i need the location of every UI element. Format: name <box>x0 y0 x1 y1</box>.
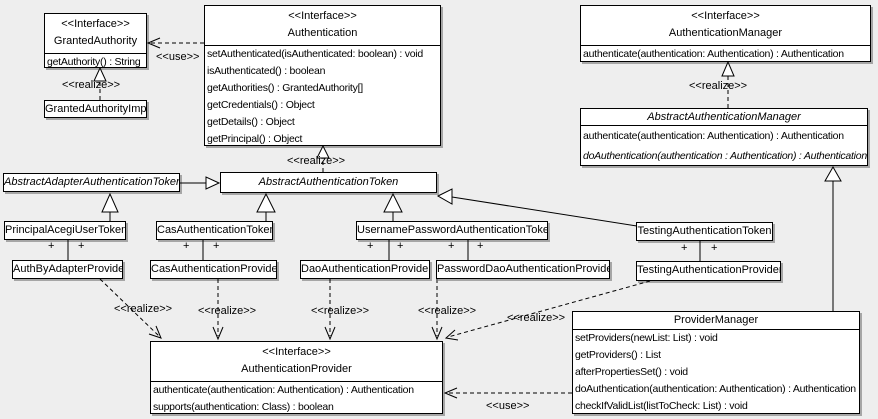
class-name: TestingAuthenticationToken <box>637 225 772 237</box>
association-end-plus: + <box>367 240 374 252</box>
generalization-cas-token-to-abstract-token <box>256 192 276 221</box>
operation: getPrincipal() : Object <box>207 133 303 145</box>
edge-label-use: <<use>> <box>486 400 530 412</box>
operation: authenticate(authentication: Authenticat… <box>583 130 844 142</box>
class-principal-acegi-user-token[interactable]: PrincipalAcegiUserToken <box>4 221 126 240</box>
stereotype: <<Interface>> <box>691 10 760 22</box>
class-name: GrantedAuthority <box>53 35 138 47</box>
class-name: AuthenticationManager <box>668 27 783 39</box>
class-header: <<Interface>> AuthenticationManager <box>581 6 870 46</box>
class-cas-authentication-token[interactable]: CasAuthenticationToken <box>156 221 273 240</box>
class-cas-authentication-provider[interactable]: CasAuthenticationProvider <box>150 260 277 279</box>
generalization-provider-manager-to-abstract-authentication-manager <box>824 165 842 311</box>
class-name: DaoAuthenticationProvider <box>301 263 430 275</box>
class-abstract-authentication-manager[interactable]: AbstractAuthenticationManager authentica… <box>580 108 868 166</box>
edge-label-realize: <<realize>> <box>507 312 566 324</box>
class-name: AbstractAuthenticationToken <box>258 176 399 188</box>
edge-label-realize: <<realize>> <box>62 79 121 91</box>
operation: getProviders() : List <box>575 349 661 361</box>
class-authentication[interactable]: <<Interface>> Authentication setAuthenti… <box>204 5 441 146</box>
operation: getAuthority() : String <box>47 56 141 68</box>
class-header: <<Interface>> GrantedAuthority <box>45 14 146 54</box>
edge-label-realize: <<realize>> <box>198 305 257 317</box>
use-provider-manager-to-authentication-provider <box>443 387 572 399</box>
association-end-plus: + <box>681 242 688 254</box>
class-granted-authority-impl[interactable]: GrantedAuthorityImpl <box>44 100 147 118</box>
class-provider-manager[interactable]: ProviderManager setProviders(newList: Li… <box>572 311 860 414</box>
operation: setProviders(newList: List) : void <box>575 332 718 344</box>
edge-label-use: <<use>> <box>156 51 200 63</box>
operation: setAuthenticated(isAuthenticated: boolea… <box>207 48 423 60</box>
stereotype: <<Interface>> <box>61 18 130 30</box>
class-name: CasAuthenticationProvider <box>151 263 277 275</box>
operation: authenticate(authentication: Authenticat… <box>583 48 844 60</box>
association-end-plus: + <box>183 240 190 252</box>
stereotype: <<Interface>> <box>262 346 331 358</box>
class-header: <<Interface>> AuthenticationProvider <box>151 342 442 382</box>
association-end-plus: + <box>78 240 85 252</box>
association-end-plus: + <box>711 242 718 254</box>
generalization-usernamepassword-token-to-abstract-token <box>383 192 403 221</box>
operation: doAuthentication(authentication: Authent… <box>575 383 856 395</box>
class-authentication-provider[interactable]: <<Interface>> AuthenticationProvider aut… <box>150 341 443 414</box>
class-name: CasAuthenticationToken <box>157 224 273 236</box>
edge-label-realize: <<realize>> <box>287 155 346 167</box>
class-name: AbstractAuthenticationManager <box>581 109 867 126</box>
association-end-plus: + <box>213 240 220 252</box>
class-name: ProviderManager <box>573 312 859 330</box>
stereotype: <<Interface>> <box>288 10 357 22</box>
association-end-plus: + <box>397 240 404 252</box>
class-name: UsernamePasswordAuthenticationToken <box>357 224 548 236</box>
operation: isAuthenticated() : boolean <box>207 65 326 77</box>
operation: checkIfValidList(listToCheck: List) : vo… <box>575 400 748 412</box>
operation: authenticate(authentication: Authenticat… <box>153 384 414 396</box>
class-name: PrincipalAcegiUserToken <box>5 224 126 236</box>
class-name: AbstractAdapterAuthenticationToken <box>4 176 180 188</box>
class-dao-authentication-provider[interactable]: DaoAuthenticationProvider <box>300 260 430 279</box>
class-name: GrantedAuthorityImpl <box>45 103 147 115</box>
class-password-dao-authentication-provider[interactable]: PasswordDaoAuthenticationProvider <box>436 260 610 279</box>
operation: supports(authentication: Class) : boolea… <box>153 401 334 413</box>
class-testing-authentication-provider[interactable]: TestingAuthenticationProvider <box>636 261 781 281</box>
class-header: <<Interface>> Authentication <box>205 6 440 46</box>
class-name: AuthenticationProvider <box>241 363 352 375</box>
class-name: AuthByAdapterProvider <box>13 263 123 275</box>
class-username-password-authentication-token[interactable]: UsernamePasswordAuthenticationToken <box>356 221 548 240</box>
operation: getDetails() : Object <box>207 116 295 128</box>
class-authentication-manager[interactable]: <<Interface>> AuthenticationManager auth… <box>580 5 871 62</box>
class-testing-authentication-token[interactable]: TestingAuthenticationToken <box>636 222 773 241</box>
edge-label-realize: <<realize>> <box>311 305 370 317</box>
class-name: PasswordDaoAuthenticationProvider <box>437 263 610 275</box>
class-name: Authentication <box>287 27 358 39</box>
class-abstract-adapter-authentication-token[interactable]: AbstractAdapterAuthenticationToken <box>3 173 180 192</box>
use-authentication-to-granted-authority <box>146 37 204 49</box>
generalization-principal-token-to-adapter-token <box>101 192 119 221</box>
class-name: TestingAuthenticationProvider <box>637 264 781 276</box>
class-auth-by-adapter-provider[interactable]: AuthByAdapterProvider <box>12 260 123 279</box>
operation: afterPropertiesSet() : void <box>575 366 688 378</box>
association-end-plus: + <box>448 240 455 252</box>
operation: getAuthorities() : GrantedAuthority[] <box>207 82 363 94</box>
edge-label-realize: <<realize>> <box>418 305 477 317</box>
association-end-plus: + <box>477 240 484 252</box>
class-granted-authority[interactable]: <<Interface>> GrantedAuthority getAuthor… <box>44 13 147 68</box>
association-end-plus: + <box>48 240 55 252</box>
edge-label-realize: <<realize>> <box>689 80 748 92</box>
operation: getCredentials() : Object <box>207 99 315 111</box>
operation: doAuthentication(authentication : Authen… <box>583 150 867 162</box>
class-abstract-authentication-token[interactable]: AbstractAuthenticationToken <box>220 172 437 193</box>
generalization-adapter-token-to-abstract-token <box>180 176 221 190</box>
edge-label-realize: <<realize>> <box>114 303 173 315</box>
